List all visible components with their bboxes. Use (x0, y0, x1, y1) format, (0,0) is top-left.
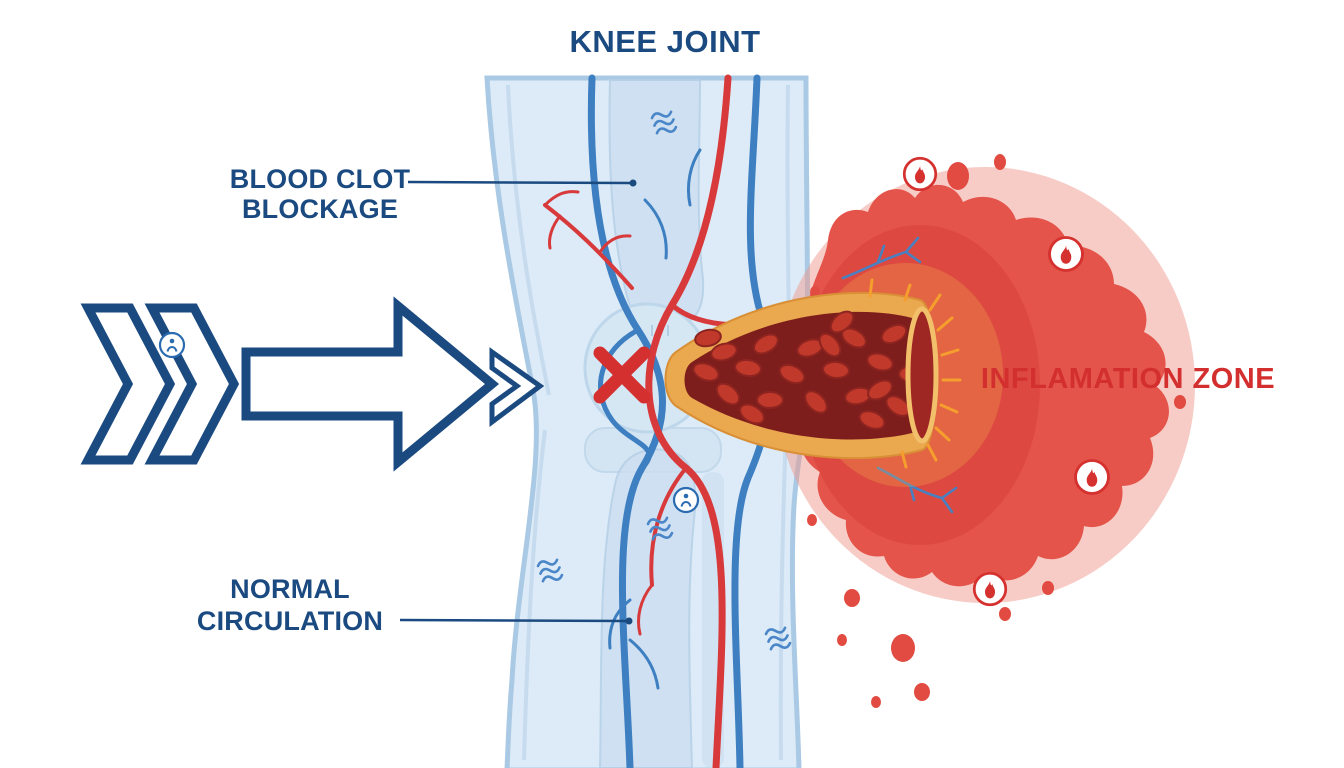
blood-clot-label-line1: BLOOD CLOT (230, 164, 411, 194)
main-arrow (241, 296, 500, 472)
medical-badge-icon (158, 331, 186, 359)
inflammation-zone-label: INFLAMATION ZONE (981, 363, 1275, 395)
normal-circulation-label-line1: NORMAL (230, 574, 350, 604)
capillaries (841, 236, 958, 514)
flame-icon (1074, 459, 1110, 495)
circulation-pointer-line (399, 618, 627, 623)
clot-vessel (664, 263, 1003, 487)
blood-clot-label-line2: BLOCKAGE (242, 194, 398, 224)
vessel-opening-rim (905, 306, 939, 444)
pointer-lines (399, 179, 637, 625)
small-chevron-arrow (489, 347, 545, 427)
chevron-1 (80, 303, 176, 465)
flame-icon (902, 156, 938, 192)
blockage-pointer-line (407, 180, 631, 185)
leg-illustration (484, 74, 813, 768)
flame-icon (972, 571, 1008, 607)
irritation-spikes (868, 278, 962, 469)
diagram-title: KNEE JOINT (569, 24, 760, 59)
x-icon (593, 346, 651, 404)
splatter-droplets (807, 154, 1186, 708)
blood-cells (692, 310, 926, 430)
normal-circulation-label-line2: CIRCULATION (197, 606, 383, 636)
medical-badge-icon (672, 486, 700, 514)
flame-icon (1048, 236, 1084, 272)
chevron-arrows (80, 303, 240, 465)
